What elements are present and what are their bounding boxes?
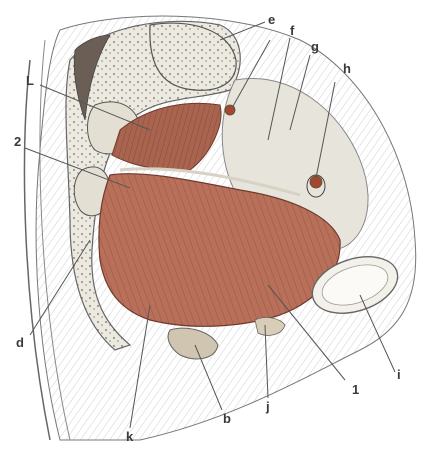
back-muscle: [73, 34, 111, 121]
label-h: h: [343, 61, 351, 76]
label-L: L: [26, 73, 34, 88]
vertebra-segment: [149, 22, 237, 91]
label-d: d: [16, 335, 24, 350]
label-j: j: [266, 399, 270, 414]
label-1: 1: [352, 382, 360, 397]
anal-region: [254, 317, 286, 336]
skin-outline-2: [39, 39, 71, 441]
label-f: f: [290, 23, 295, 38]
label-g: g: [311, 39, 319, 54]
label-b: b: [223, 411, 231, 426]
skin-outline: [23, 59, 51, 441]
vessel-e: [224, 104, 236, 116]
obturator-canal: [306, 174, 326, 198]
coccyx-tip: [167, 327, 219, 360]
tendinous-arch: [119, 167, 301, 197]
label-k: k: [126, 429, 134, 444]
label-e: e: [268, 12, 276, 27]
levator-ani-muscle: [98, 173, 341, 327]
pubic-bone-inner: [321, 264, 389, 306]
label-i: i: [397, 367, 401, 382]
vertebra-segment-3: [73, 166, 111, 217]
label-2: 2: [14, 134, 22, 149]
leader-lines: [24, 21, 396, 429]
coccygeus-muscle: [111, 102, 222, 171]
